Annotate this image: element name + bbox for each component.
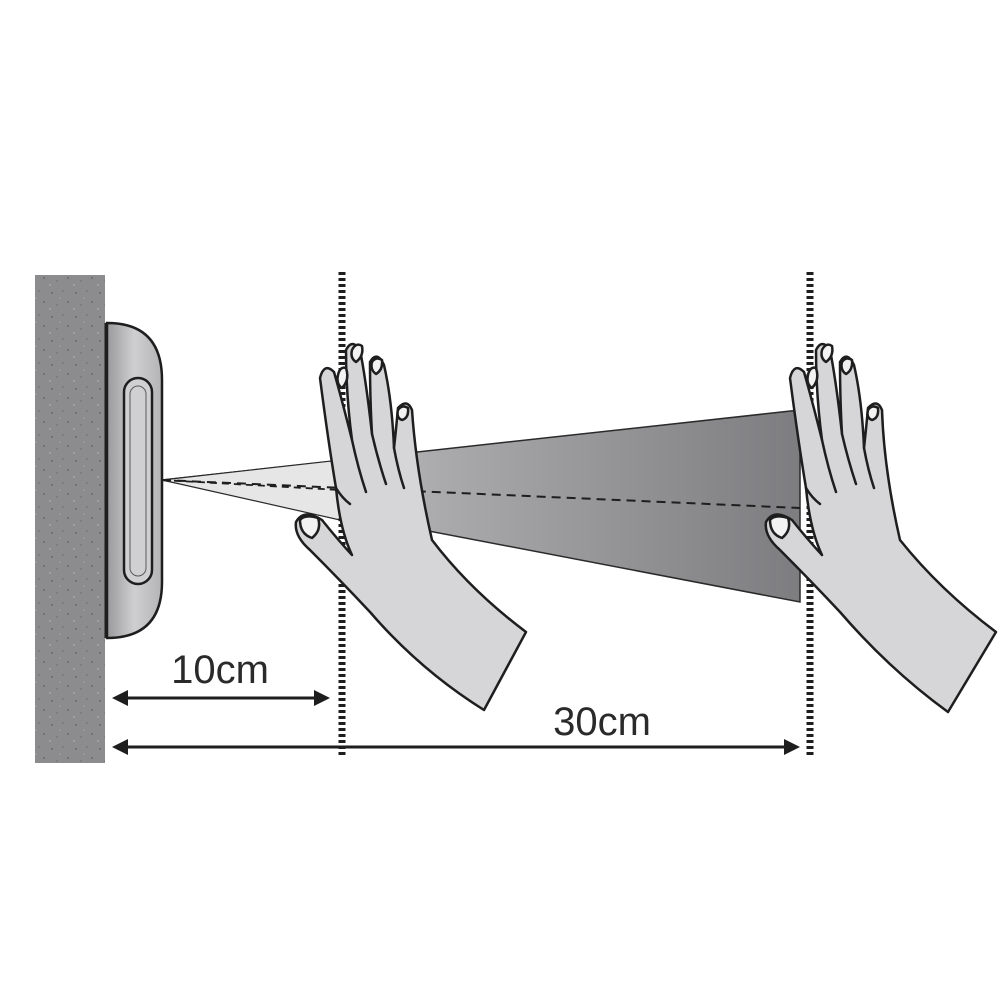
- far-distance-label: 30cm: [553, 700, 651, 744]
- hand-far: [764, 342, 998, 714]
- beam-dashed-line-near: [161, 479, 341, 491]
- sensor-window-inner: [129, 385, 147, 577]
- dimension-arrow-far: [112, 739, 800, 755]
- detection-beam-far: [161, 409, 801, 603]
- near-distance-label: 10cm: [171, 648, 269, 692]
- wall: [35, 275, 105, 763]
- hand-near: [294, 342, 528, 712]
- sensor-window: [122, 376, 154, 586]
- detection-beam-near: [161, 459, 341, 521]
- beam-dashed-line-center: [161, 479, 801, 509]
- dimension-arrow-near: [112, 690, 330, 706]
